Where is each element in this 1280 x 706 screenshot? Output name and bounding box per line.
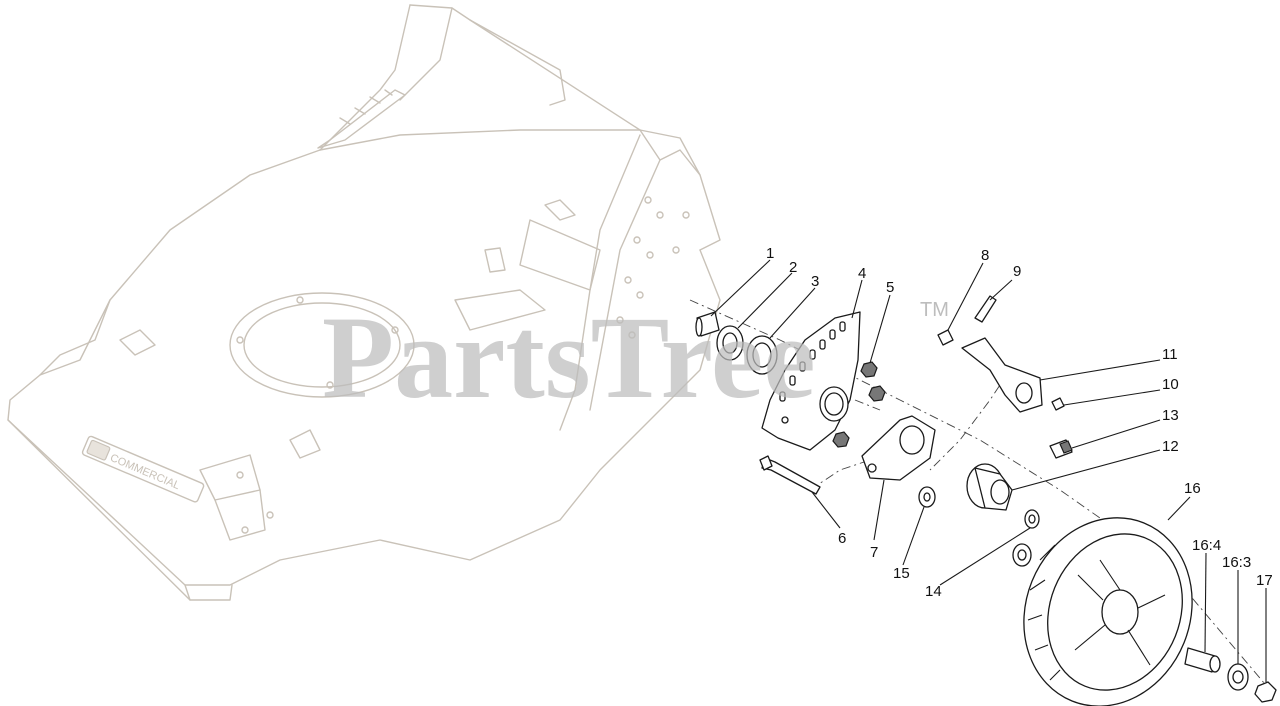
- callout-15: 15: [893, 565, 910, 582]
- callout-12: 12: [1162, 438, 1179, 455]
- part-12-hub: [966, 463, 1013, 511]
- callout-10: 10: [1162, 376, 1179, 393]
- callout-16-3: 16:3: [1222, 554, 1251, 571]
- partstree-watermark: PartsTree TM: [322, 292, 949, 423]
- part-8-clip: [937, 329, 954, 346]
- watermark-trademark: TM: [920, 299, 949, 321]
- leader-lines: [710, 259, 1267, 682]
- part-1-spacer: [695, 311, 720, 337]
- callout-11: 11: [1162, 346, 1178, 363]
- callout-13: 13: [1162, 407, 1179, 424]
- part-16-wheel: [1023, 517, 1193, 706]
- callout-labels: 1 2 3 4 5 6 7 8 9 10 11 12 13 14 15 16 1…: [766, 245, 1273, 600]
- callout-5: 5: [886, 279, 894, 296]
- part-7-pivot-bracket: [861, 415, 936, 481]
- part-4-height-plate: [761, 311, 861, 451]
- part-16-3-bearing: [1227, 663, 1249, 691]
- mower-deck-ghost: COMMERCIAL: [7, 4, 721, 601]
- part-3-bearing: [746, 335, 778, 375]
- part-5-nut: [832, 361, 886, 448]
- part-13-bolt: [1049, 439, 1073, 459]
- callout-14: 14: [925, 583, 942, 600]
- callout-3: 3: [811, 273, 819, 290]
- callout-4: 4: [858, 265, 866, 282]
- callout-1: 1: [766, 245, 774, 262]
- part-9-lever-grip: [974, 295, 997, 323]
- part-17-bolt: [1254, 681, 1277, 703]
- wheel-spacer: [1012, 543, 1032, 567]
- deck-logo-text: COMMERCIAL: [108, 452, 181, 492]
- callout-9: 9: [1013, 263, 1021, 280]
- part-14-washer: [1024, 509, 1040, 529]
- part-10-bolt: [1051, 397, 1065, 411]
- callout-17: 17: [1256, 572, 1273, 589]
- callout-2: 2: [789, 259, 797, 276]
- callout-16: 16: [1184, 480, 1201, 497]
- callout-8: 8: [981, 247, 989, 264]
- part-2-washer: [716, 325, 744, 361]
- part-11-lever: [961, 337, 1043, 413]
- watermark-text: PartsTree: [322, 292, 816, 423]
- part-15-washer: [918, 486, 936, 508]
- callout-7: 7: [870, 544, 878, 561]
- part-16-4-axle-sleeve: [1184, 647, 1221, 673]
- part-6-bolt: [759, 455, 821, 495]
- callout-6: 6: [838, 530, 846, 547]
- callout-16-4: 16:4: [1192, 537, 1221, 554]
